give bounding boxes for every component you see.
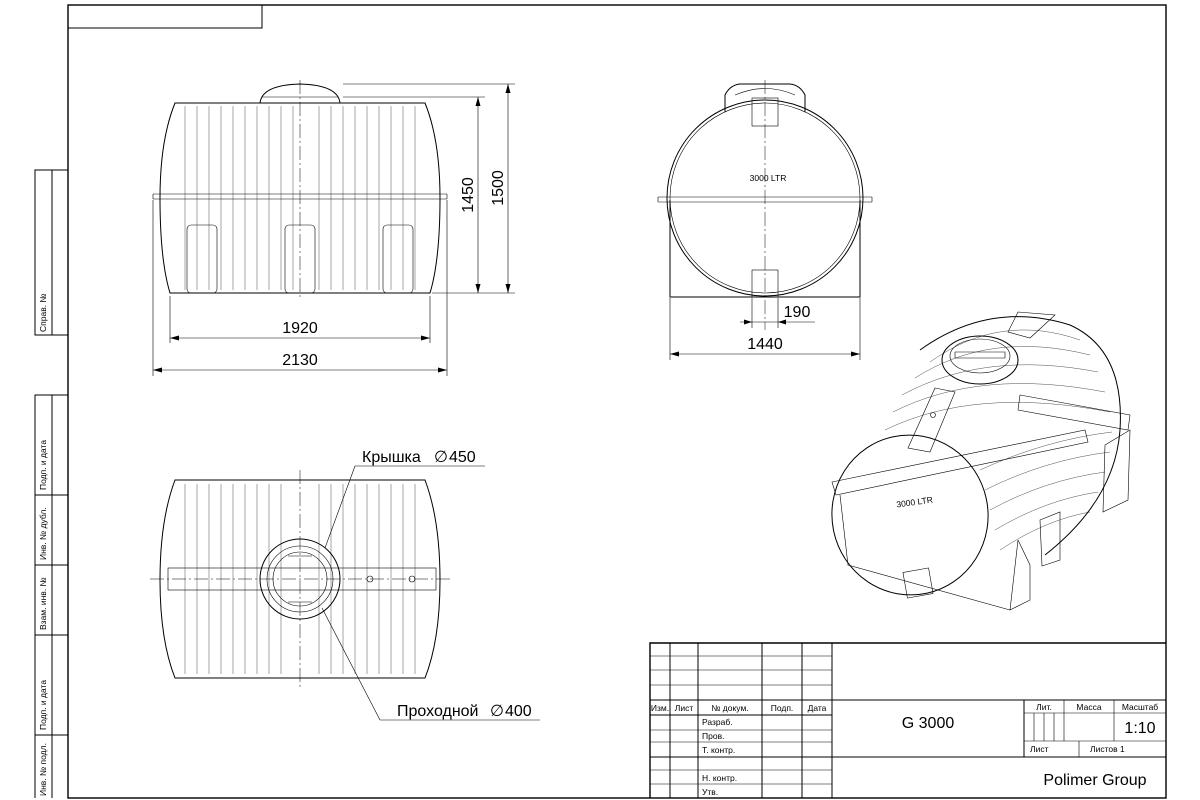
tank-volume-label-iso: 3000 LTR <box>896 495 934 510</box>
end-view: 3000 LTR 190 1440 <box>657 80 873 360</box>
side-stamp-inv-dubl: Инв. № дубл. <box>38 507 48 560</box>
tb-sheets: Листов 1 <box>1090 744 1125 754</box>
passage-diameter-sign: ∅ <box>490 703 504 720</box>
tb-role-utv: Утв. <box>702 787 718 797</box>
tb-col-date: Дата <box>808 703 827 713</box>
side-stamp-sprav: Справ. № <box>38 293 48 332</box>
lid-callout: Крышка ∅ 450 <box>324 449 485 549</box>
dim-front-height-total: 1500 <box>490 170 507 206</box>
tb-company: Polimer Group <box>1043 772 1146 789</box>
tb-col-izm: Изм. <box>651 703 669 713</box>
sheet-frame <box>67 4 1167 799</box>
tb-role-prov: Пров. <box>702 731 724 741</box>
side-stamp-podp-data-2: Подп. и дата <box>38 680 48 730</box>
passage-diameter: 400 <box>505 703 532 720</box>
tb-role-nkontr: Н. контр. <box>702 773 737 783</box>
side-stamp-vzam-inv: Взам. инв. № <box>38 577 48 630</box>
tb-hdr-lit: Лит. <box>1036 702 1052 712</box>
dim-front-length-inner: 1920 <box>282 320 318 337</box>
tb-scale: 1:10 <box>1124 720 1155 737</box>
lid-diameter: 450 <box>449 449 476 466</box>
tb-role-razrab: Разраб. <box>702 717 733 727</box>
side-stamp: Справ. № Подп. и дата Инв. № дубл. Взам.… <box>34 169 68 798</box>
tb-role-tkontr: Т. контр. <box>702 745 735 755</box>
front-view: 1920 2130 1450 1500 <box>152 80 515 376</box>
dim-end-foot-width: 190 <box>784 304 811 321</box>
side-stamp-inv-podl: Инв. № подл. <box>38 743 48 796</box>
tb-hdr-mass: Масса <box>1076 702 1101 712</box>
tb-col-doc: № докум. <box>711 703 748 713</box>
dim-front-length-total: 2130 <box>282 352 318 369</box>
passage-label: Проходной <box>397 703 479 720</box>
tb-drawing-name: G 3000 <box>902 715 955 732</box>
tb-hdr-scale: Масштаб <box>1122 702 1158 712</box>
title-block: Изм. Лист № докум. Подп. Дата Разраб. Пр… <box>649 642 1166 798</box>
tb-col-list: Лист <box>675 703 694 713</box>
top-view <box>150 470 450 688</box>
tank-volume-label-end: 3000 LTR <box>750 173 787 183</box>
tb-col-sign: Подп. <box>771 703 794 713</box>
isometric-view: 3000 LTR <box>831 311 1131 611</box>
passage-callout: Проходной ∅ 400 <box>321 607 540 721</box>
dim-front-height-inner: 1450 <box>460 177 477 213</box>
lid-label: Крышка <box>362 449 421 466</box>
dim-end-width-total: 1440 <box>747 336 783 353</box>
tb-sheet: Лист <box>1030 744 1049 754</box>
side-stamp-podp-data-1: Подп. и дата <box>38 440 48 490</box>
lid-diameter-sign: ∅ <box>434 449 448 466</box>
